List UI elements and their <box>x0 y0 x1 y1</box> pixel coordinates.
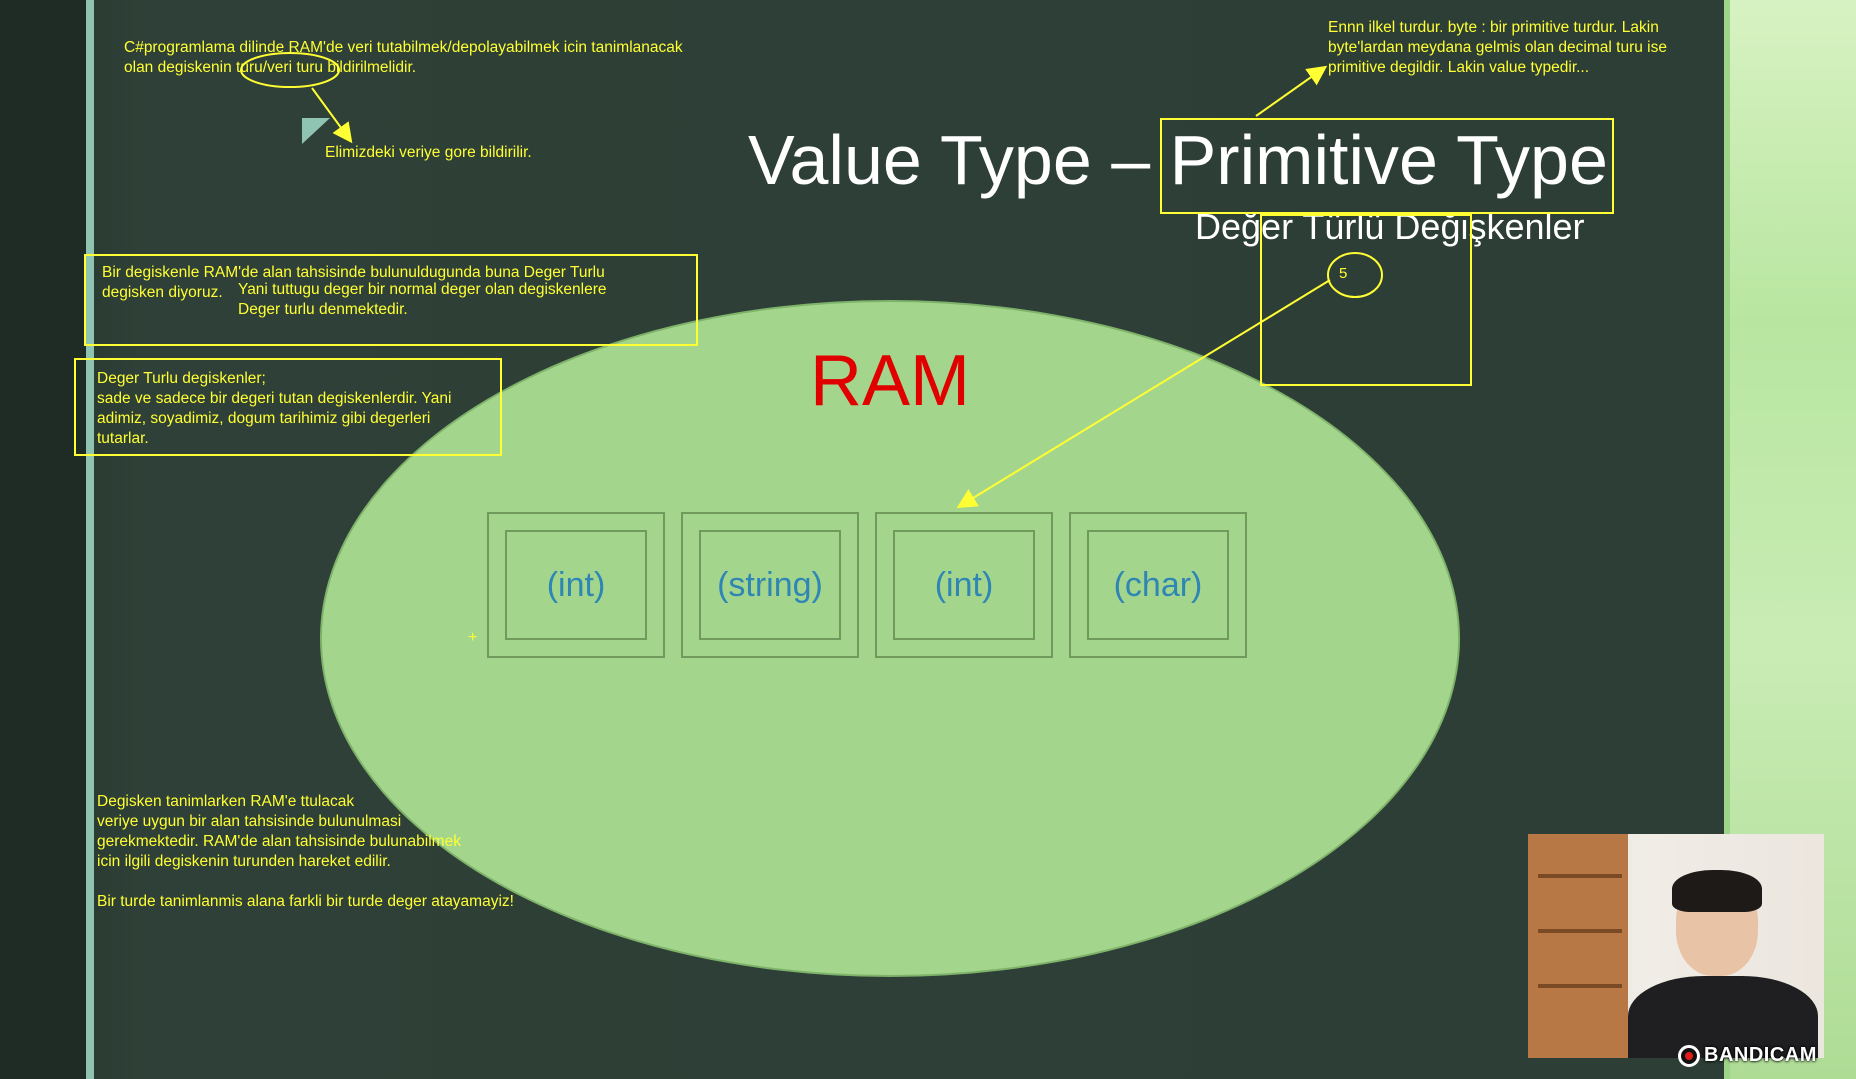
left-dark-margin <box>0 0 86 1079</box>
bandicam-logo-text: BANDICAM <box>1704 1044 1817 1066</box>
cursor-pointer-icon <box>302 118 330 144</box>
memory-cell-2: (string) <box>681 512 859 658</box>
memory-cell-4: (char) <box>1069 512 1247 658</box>
arrow-to-int-cell <box>956 279 1331 509</box>
memory-cell-3: (int) <box>875 512 1053 658</box>
value-memory-box <box>1260 214 1472 386</box>
cell-type-label: (int) <box>546 565 606 604</box>
memory-cell-1: (int) <box>487 512 665 658</box>
slide-title: Value Type – Primitive Type <box>748 121 1608 199</box>
arrow-to-top-right-note <box>1255 65 1328 117</box>
bandicam-watermark: BANDICAM <box>1678 1044 1817 1067</box>
left-accent-bar <box>86 0 94 1079</box>
cell-type-label: (string) <box>717 565 823 604</box>
shelf-board <box>1538 929 1622 933</box>
annotation-top-left: C#programlama dilinde RAM'de veri tutabi… <box>124 39 683 76</box>
crosshair-icon: + <box>468 629 477 646</box>
value-circle <box>1327 252 1383 298</box>
primitive-type-highlight-box <box>1160 118 1614 214</box>
shelf-board <box>1538 874 1622 878</box>
memory-cell-inner: (int) <box>505 530 647 640</box>
annotation-box2: Deger Turlu degiskenler; sade ve sadece … <box>97 370 452 447</box>
highlight-ellipse <box>240 52 340 88</box>
cell-type-label: (char) <box>1113 565 1203 604</box>
annotation-drawing-layer: + <box>240 52 1383 646</box>
memory-cell-inner: (int) <box>893 530 1035 640</box>
annotation-bottom: Degisken tanimlarken RAM'e ttulacak veri… <box>97 793 514 910</box>
bookshelf <box>1528 834 1628 1058</box>
value-type-info-box <box>74 358 502 456</box>
definition-box <box>84 254 698 346</box>
presenter-body <box>1628 976 1818 1058</box>
slide-canvas: RAM (int) (string) (int) (char) Value Ty… <box>0 0 1724 1079</box>
memory-cell-inner: (char) <box>1087 530 1229 640</box>
memory-cell-inner: (string) <box>699 530 841 640</box>
presenter-hair <box>1672 870 1762 912</box>
annotation-box1-side: Yani tuttugu deger bir normal deger olan… <box>238 281 607 318</box>
ram-label: RAM <box>810 341 970 421</box>
arrow-to-note <box>311 87 353 144</box>
shelf-board <box>1538 984 1622 988</box>
annotation-top-right: Ennn ilkel turdur. byte : bir primitive … <box>1328 19 1667 76</box>
annotation-top-left-note: Elimizdeki veriye gore bildirilir. <box>325 144 532 161</box>
annotation-box1-line2: degisken diyoruz. <box>102 284 223 301</box>
cell-type-label: (int) <box>934 565 994 604</box>
record-icon <box>1678 1044 1700 1067</box>
webcam-overlay <box>1528 834 1824 1058</box>
value-circle-text: 5 <box>1339 265 1348 282</box>
annotation-box1-line1: Bir degiskenle RAM'de alan tahsisinde bu… <box>102 264 605 281</box>
